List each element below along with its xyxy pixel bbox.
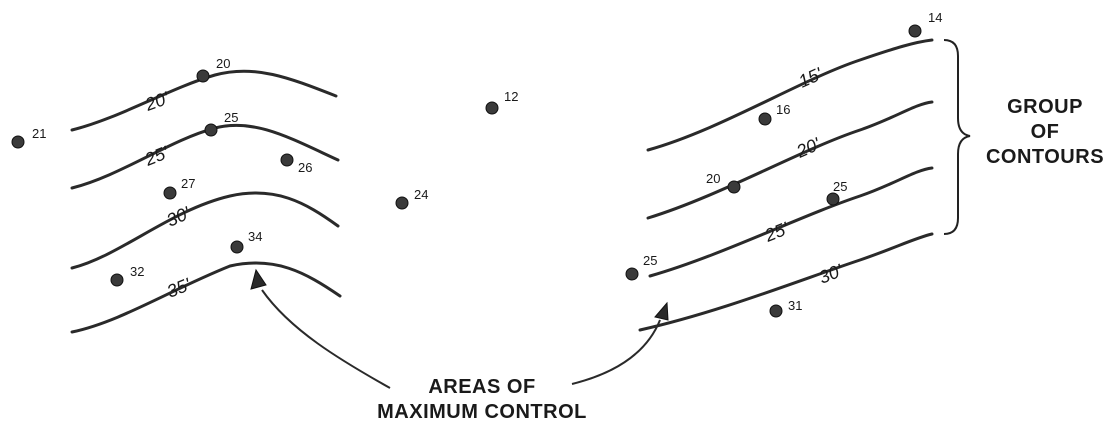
elevation-value: 14 [928,10,942,25]
elevation-value: 32 [130,264,144,279]
left-arrowhead [250,268,267,290]
contour-label: 30' [163,203,193,231]
elevation-value: 31 [788,298,802,313]
group-caption-line1: GROUP [1007,96,1083,118]
right-arrowhead [654,301,669,321]
elevation-point [625,267,639,281]
left-arrow-shaft [261,289,391,389]
right-contour-15 [646,38,934,152]
elevation-point [769,304,783,318]
elevation-value: 26 [298,160,312,175]
areas-caption-line2: MAXIMUM CONTROL [377,401,587,422]
left-contour-group: 20' 25' 30' 35' [70,69,342,334]
group-brace [943,39,971,235]
elevation-value: 21 [32,126,46,141]
elevation-point [727,180,741,194]
elevation-point [395,196,409,210]
elevation-value: 25 [643,253,657,268]
elevation-point [826,192,840,206]
left-contour-25 [70,123,340,190]
elevation-value: 27 [181,176,195,191]
right-contour-25 [648,166,934,278]
elevation-point [204,123,218,137]
elevation-value: 25 [833,179,847,194]
elevation-point [230,240,244,254]
contour-label: 35' [164,274,194,302]
elevation-value: 20 [706,171,720,186]
right-arrow-shaft [571,319,661,385]
elevation-value: 24 [414,187,428,202]
contour-label: 25' [761,218,792,246]
elevation-point [758,112,772,126]
elevation-points: 21 20 25 26 27 34 32 12 24 14 16 20 25 2… [11,10,942,318]
elevation-value: 12 [504,89,518,104]
elevation-value: 34 [248,229,262,244]
elevation-point [908,24,922,38]
elevation-point [11,135,25,149]
elevation-point [485,101,499,115]
left-contour-35 [70,261,342,334]
right-contour-group: 15' 20' 25' 30' [638,38,934,332]
elevation-point [196,69,210,83]
right-contour-30 [638,232,934,332]
contour-label: 30' [816,260,846,288]
right-contour-20 [646,100,934,220]
elevation-point [280,153,294,167]
left-contour-30 [70,191,340,270]
elevation-point [163,186,177,200]
group-caption-line3: CONTOURS [986,146,1104,168]
elevation-value: 20 [216,56,230,71]
group-caption-line2: OF [1031,121,1060,143]
contour-label: 20' [793,134,824,162]
areas-caption-line1: AREAS OF [428,376,535,398]
left-contour-20 [70,69,338,132]
contour-label: 15' [795,64,825,92]
elevation-value: 25 [224,110,238,125]
elevation-point [110,273,124,287]
elevation-value: 16 [776,102,790,117]
